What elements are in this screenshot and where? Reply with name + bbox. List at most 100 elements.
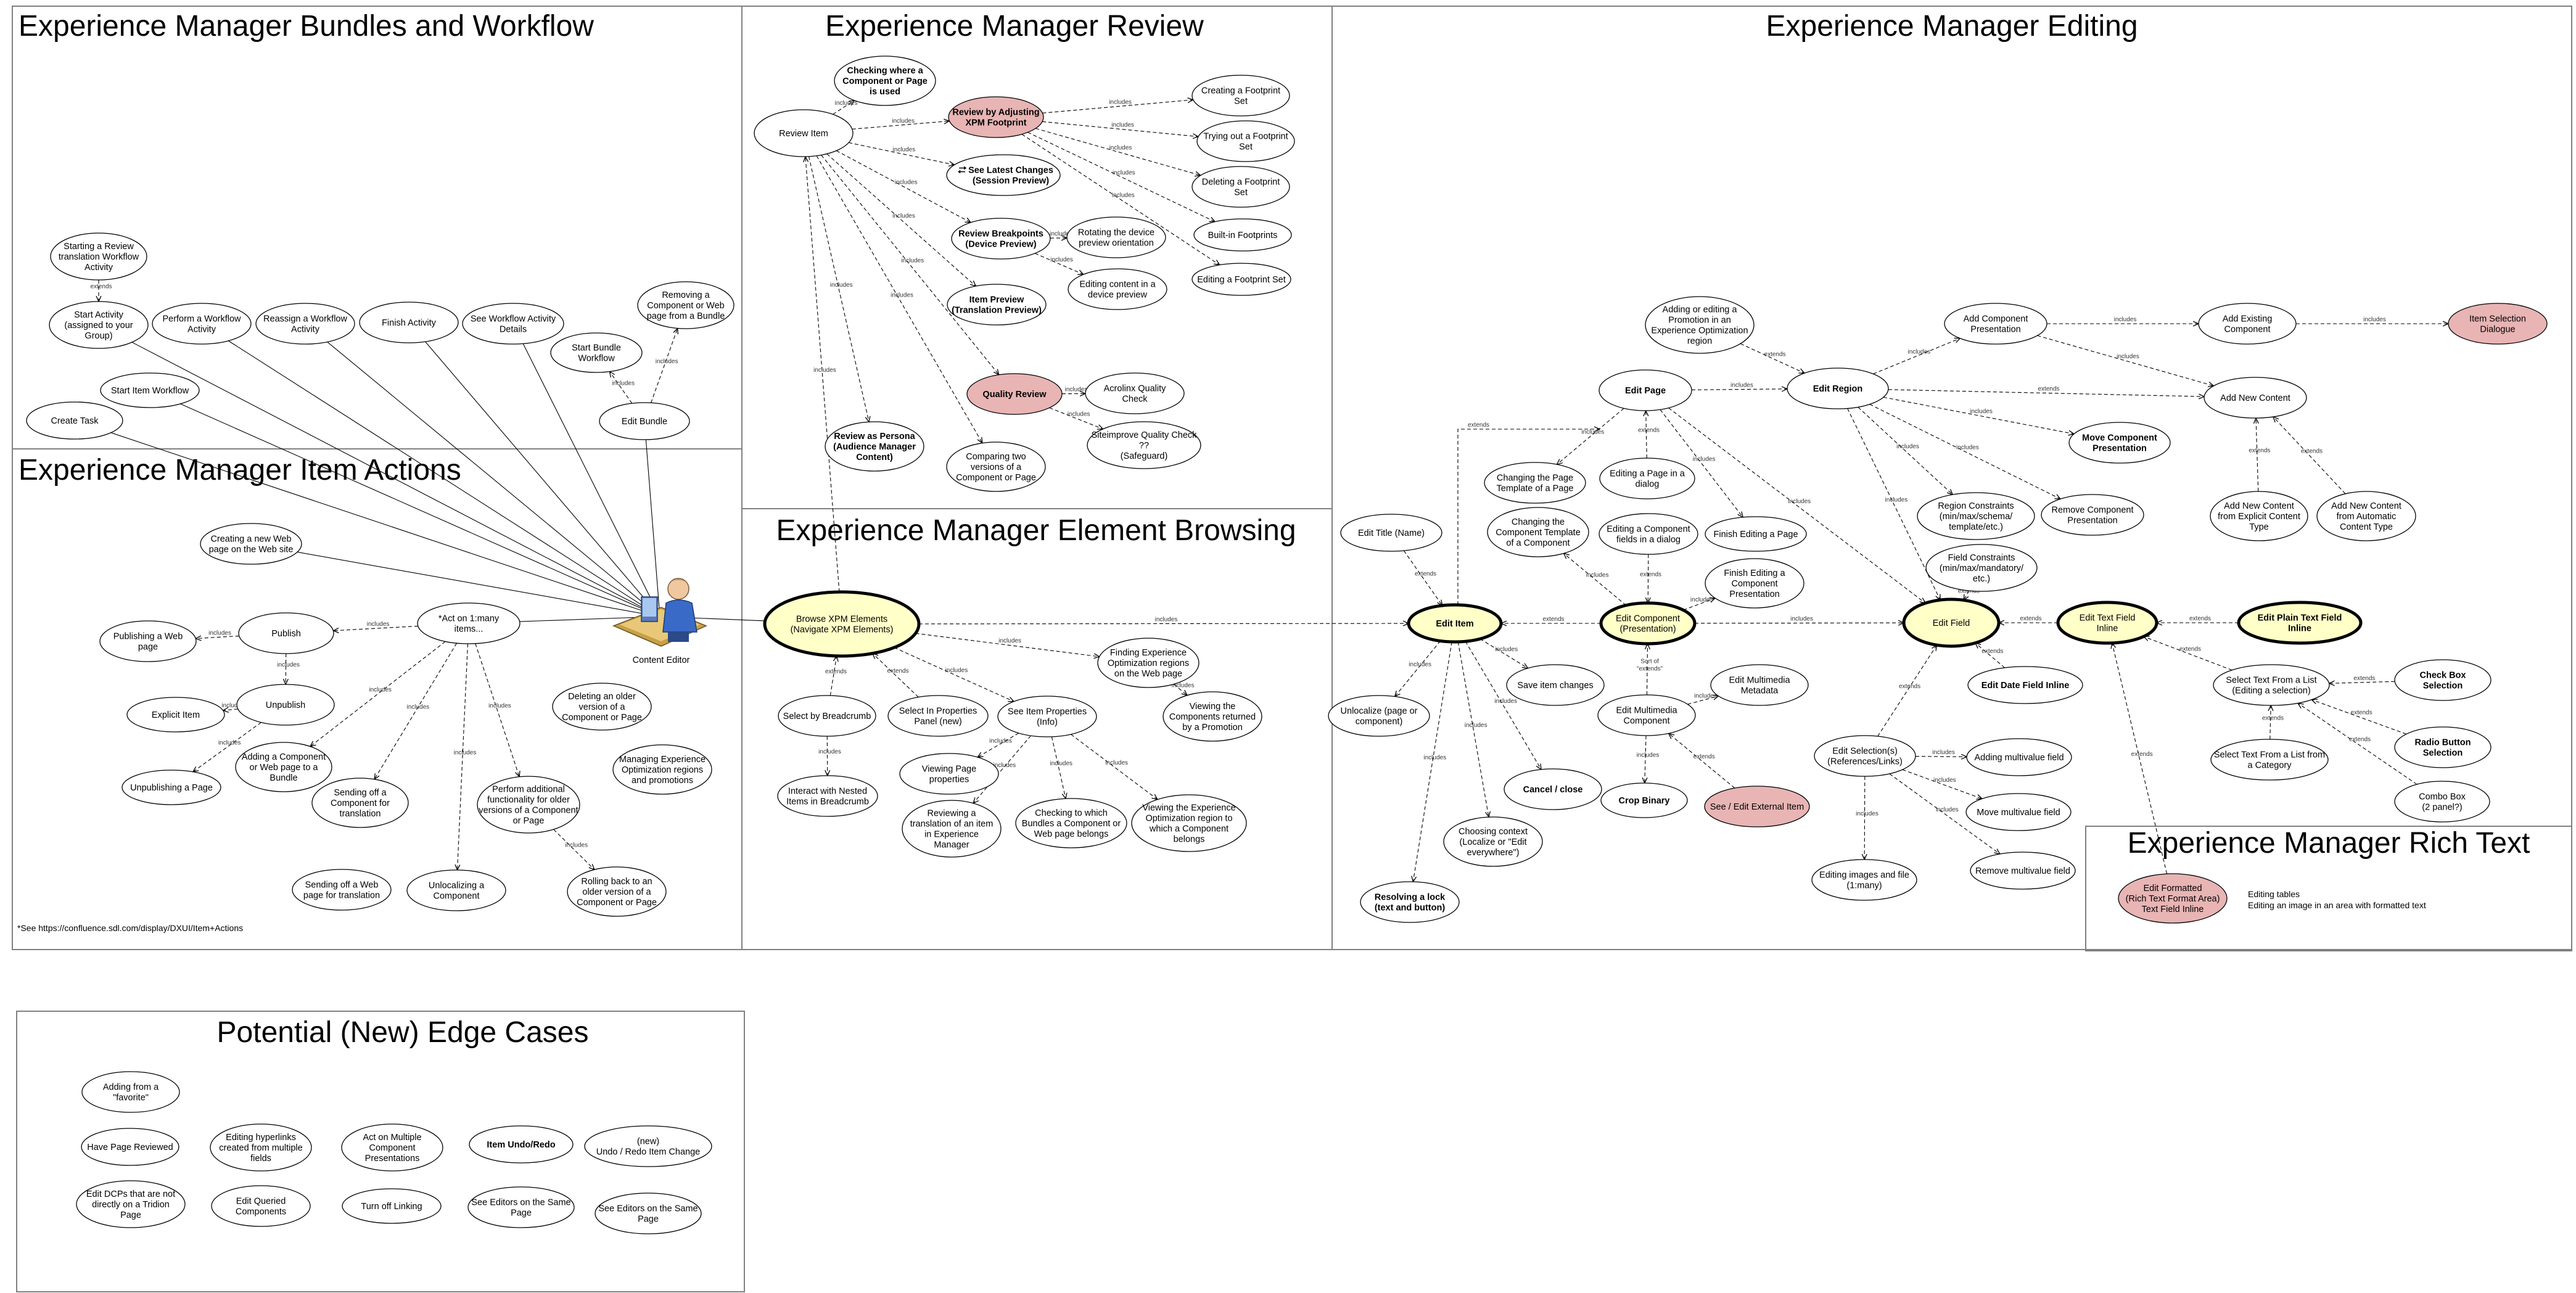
use-case-r-fp-edit: Editing a Footprint Set	[1191, 263, 1291, 296]
use-case-label: Siteimprove Quality Check	[1092, 430, 1198, 440]
edge-b_edit_bundle-b_start_bundle	[610, 372, 633, 404]
use-case-label: Publishing a Web	[113, 632, 183, 642]
use-case-label: Edit Date Field Inline	[1981, 681, 2070, 691]
use-case-label: Selection	[2423, 681, 2463, 691]
use-case-label: Page	[120, 1210, 141, 1220]
edge-eb_see_props-eb_reviewing	[973, 735, 1031, 803]
edge-label-includes: includes	[892, 118, 915, 125]
use-case-label: Act on Multiple	[363, 1133, 421, 1143]
edge-ed_edit_page-ed_edit_region	[1691, 389, 1787, 390]
use-case-label: Review Breakpoints	[958, 229, 1043, 239]
use-case-r-item-preview: Item Preview(Translation Preview)	[947, 284, 1047, 326]
use-case-label: (2 panel?)	[2422, 803, 2462, 813]
use-case-label: (Session Preview)	[973, 176, 1049, 186]
edge-ia_unpublish-ia_unpublishing	[193, 722, 261, 772]
use-case-label: See Editors on the Same	[471, 1198, 570, 1208]
use-case-ed-select-list: Select Text From a List(Editing a select…	[2213, 664, 2330, 706]
edge-ed_edit_item-ed_context	[1457, 641, 1489, 817]
edge-label-extends: extends	[887, 668, 909, 675]
edge-label-extends: extends	[1468, 422, 1489, 429]
use-case-label: Component	[1624, 716, 1670, 726]
use-case-label: Edit Selection(s)	[1832, 747, 1898, 757]
panel-frame-rich_text	[2085, 826, 2572, 951]
edge-label-extends: extends	[2020, 615, 2041, 622]
edge-label-includes: includes	[369, 686, 392, 693]
use-case-label: (Presentation)	[1619, 625, 1676, 634]
edge-label-includes: includes	[1112, 192, 1135, 199]
use-case-label: is used	[870, 87, 900, 97]
use-case-label: Presentations	[365, 1154, 420, 1164]
use-case-ia-publish: Publish	[238, 612, 334, 654]
use-case-label: Content)	[856, 453, 893, 462]
use-case-label: Editing a Footprint Set	[1197, 275, 1285, 285]
edge-ed_external-ed_edit_mm	[1669, 733, 1735, 789]
use-case-label: Undo / Redo Item Change	[596, 1147, 700, 1157]
edge-ia_act-ia_send_trans	[374, 642, 458, 779]
use-case-label: older version of a	[582, 887, 651, 897]
actor-link-b_edit_bundle	[645, 439, 660, 617]
use-case-label: Built-in Footprints	[1208, 231, 1278, 240]
edge-label-includes: includes	[1172, 683, 1195, 689]
edge-label-includes: includes	[993, 762, 1016, 769]
actor-link-b_finish	[425, 341, 660, 617]
use-case-label: (min/max/mandatory/	[1940, 564, 2024, 573]
use-case-label: See Workflow Activity	[471, 314, 556, 324]
use-case-label: versions of a	[971, 462, 1022, 472]
use-case-label: Activity	[291, 325, 320, 335]
use-case-label: Checking to which	[1035, 808, 1108, 818]
edge-label-includes: includes	[1581, 429, 1604, 436]
edge-ed_date_inline-ed_edit_field	[1975, 643, 2006, 668]
use-case-label: Viewing the Experience	[1142, 803, 1235, 813]
use-case-ed-edit-field: Edit Field	[1902, 597, 2001, 648]
edge-label-includes: includes	[1730, 382, 1753, 389]
use-case-ed-edit-region: Edit Region	[1787, 367, 1889, 409]
edge-label-extends: extends	[1981, 648, 2003, 655]
actor-link-b_perform_wf	[228, 340, 660, 617]
use-case-ed-multivalue-add: Adding multivalue field	[1966, 738, 2072, 776]
panel-title-bundles: Experience Manager Bundles and Workflow	[19, 10, 594, 43]
edge-r_review_item-r_quality	[821, 155, 999, 374]
edge-label-includes: includes	[1932, 749, 1955, 756]
use-case-eb-see-props: See Item Properties(Info)	[997, 696, 1097, 737]
use-case-r-quality: Quality Review	[966, 373, 1063, 415]
edge-label-includes: includes	[1109, 144, 1132, 151]
edge-ed_category-ed_select_list	[2270, 705, 2271, 740]
edge-ed_edit_page-ed_finish_page	[1660, 409, 1743, 517]
edge-r_review_item-r_item_preview	[826, 154, 976, 287]
use-case-ec-undo: Item Undo/Redo	[469, 1125, 574, 1164]
edge-label-includes: includes	[1956, 444, 1979, 451]
use-case-label: Inline	[2288, 624, 2311, 634]
use-case-label: functionality for older	[487, 795, 570, 805]
edge-ed_selections-ed_images_files	[1864, 776, 1865, 860]
edge-ed_edit_page-ed_change_tpl	[1557, 408, 1624, 464]
edge-ed_select_list-ed_text_inline	[2144, 636, 2232, 671]
panel-frame-element_browsing	[741, 508, 1333, 950]
use-case-label: Create Task	[51, 416, 99, 426]
use-case-label: See Latest Changes	[968, 166, 1053, 176]
use-case-label: Edit Multimedia	[1729, 676, 1790, 686]
use-case-label: page for translation	[303, 891, 380, 901]
use-case-ed-images-files: Editing images and file(1:many)	[1811, 859, 1917, 901]
edge-r_adjusting-r_fp_try	[1042, 121, 1198, 136]
use-case-label: Adding or editing a	[1663, 305, 1738, 315]
use-case-label: (Localize or "Edit	[1459, 837, 1526, 847]
